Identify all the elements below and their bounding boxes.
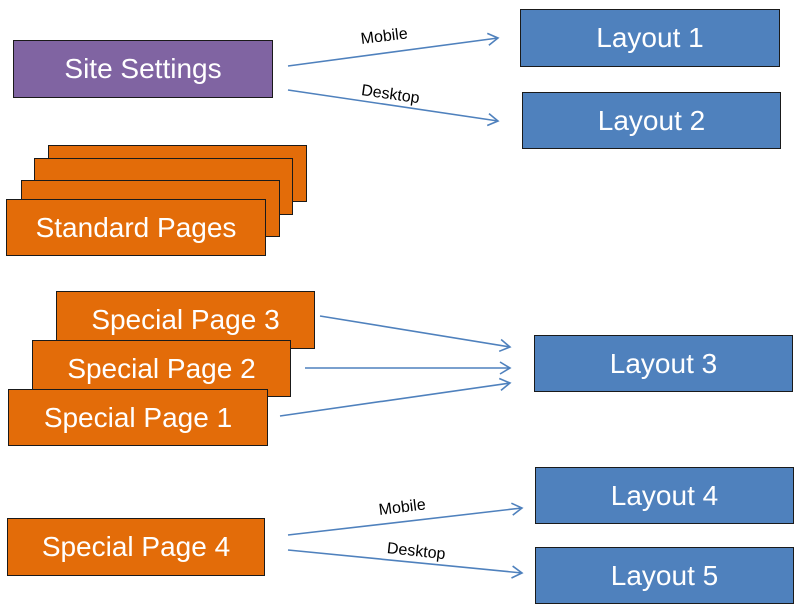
standard-pages-node: Standard Pages [6, 199, 266, 256]
special-page-3-label: Special Page 3 [91, 304, 280, 335]
layout-1-label: Layout 1 [596, 22, 704, 53]
layout-4-node: Layout 4 [535, 467, 794, 524]
special-page-2-node: Special Page 2 [32, 340, 291, 397]
layout-2-node: Layout 2 [522, 92, 781, 149]
special-page-2-label: Special Page 2 [67, 352, 256, 384]
arrow-page3-to-layout-3 [319, 315, 512, 353]
layout-1-node: Layout 1 [520, 9, 780, 67]
layout-5-label: Layout 5 [610, 559, 719, 591]
standard-pages-label: Standard Pages [35, 211, 237, 243]
special-page-1-node: Special Page 1 [8, 389, 268, 446]
site-settings-label: Site Settings [64, 53, 222, 84]
special-page-4-label: Special Page 4 [41, 531, 231, 562]
site-settings-node: Site Settings [13, 40, 273, 98]
arrow-page4-to-layout-4 [287, 502, 524, 536]
arrow-site-to-layout-1 [287, 32, 500, 67]
arrow-site-to-layout-2 [287, 89, 500, 127]
layout-4-label: Layout 4 [610, 479, 719, 511]
special-page-1-label: Special Page 1 [43, 401, 233, 433]
arrow-page4-to-layout-5 [287, 549, 524, 579]
special-page-3-node: Special Page 3 [56, 291, 315, 349]
layout-5-node: Layout 5 [535, 547, 794, 604]
layout-3-node: Layout 3 [534, 335, 793, 392]
layout-3-label: Layout 3 [609, 347, 718, 379]
special-page-4-node: Special Page 4 [7, 518, 265, 576]
layout-2-label: Layout 2 [597, 104, 706, 136]
arrow-page1-to-layout-3 [279, 377, 512, 417]
